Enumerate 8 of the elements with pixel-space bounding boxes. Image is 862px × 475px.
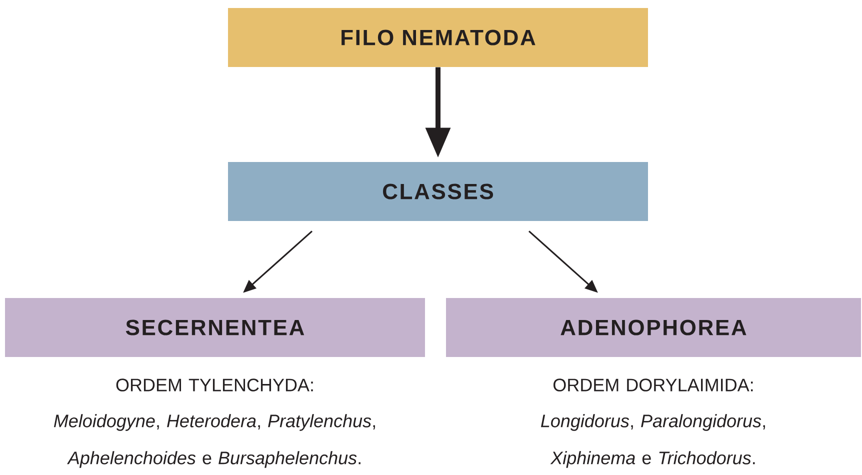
genus-list: Longidorus, Paralongidorus, Xiphinema e Trichodorus. (540, 414, 765, 468)
order-heading: ORDEM DORYLAIMIDA: (554, 378, 753, 392)
class-box: CLASSES (228, 162, 648, 221)
class-box: ADENOPHOREA (446, 298, 861, 357)
class-box: FILO NEMATODA (228, 8, 648, 67)
class-box: SECERNENTEA (5, 298, 425, 357)
genus-list: Meloidogyne, Heterodera, Pratylenchus, Aphelenchoides e Bursaphelenchus. (54, 414, 375, 468)
order-heading: ORDEM TYLENCHYDA: (116, 378, 313, 392)
